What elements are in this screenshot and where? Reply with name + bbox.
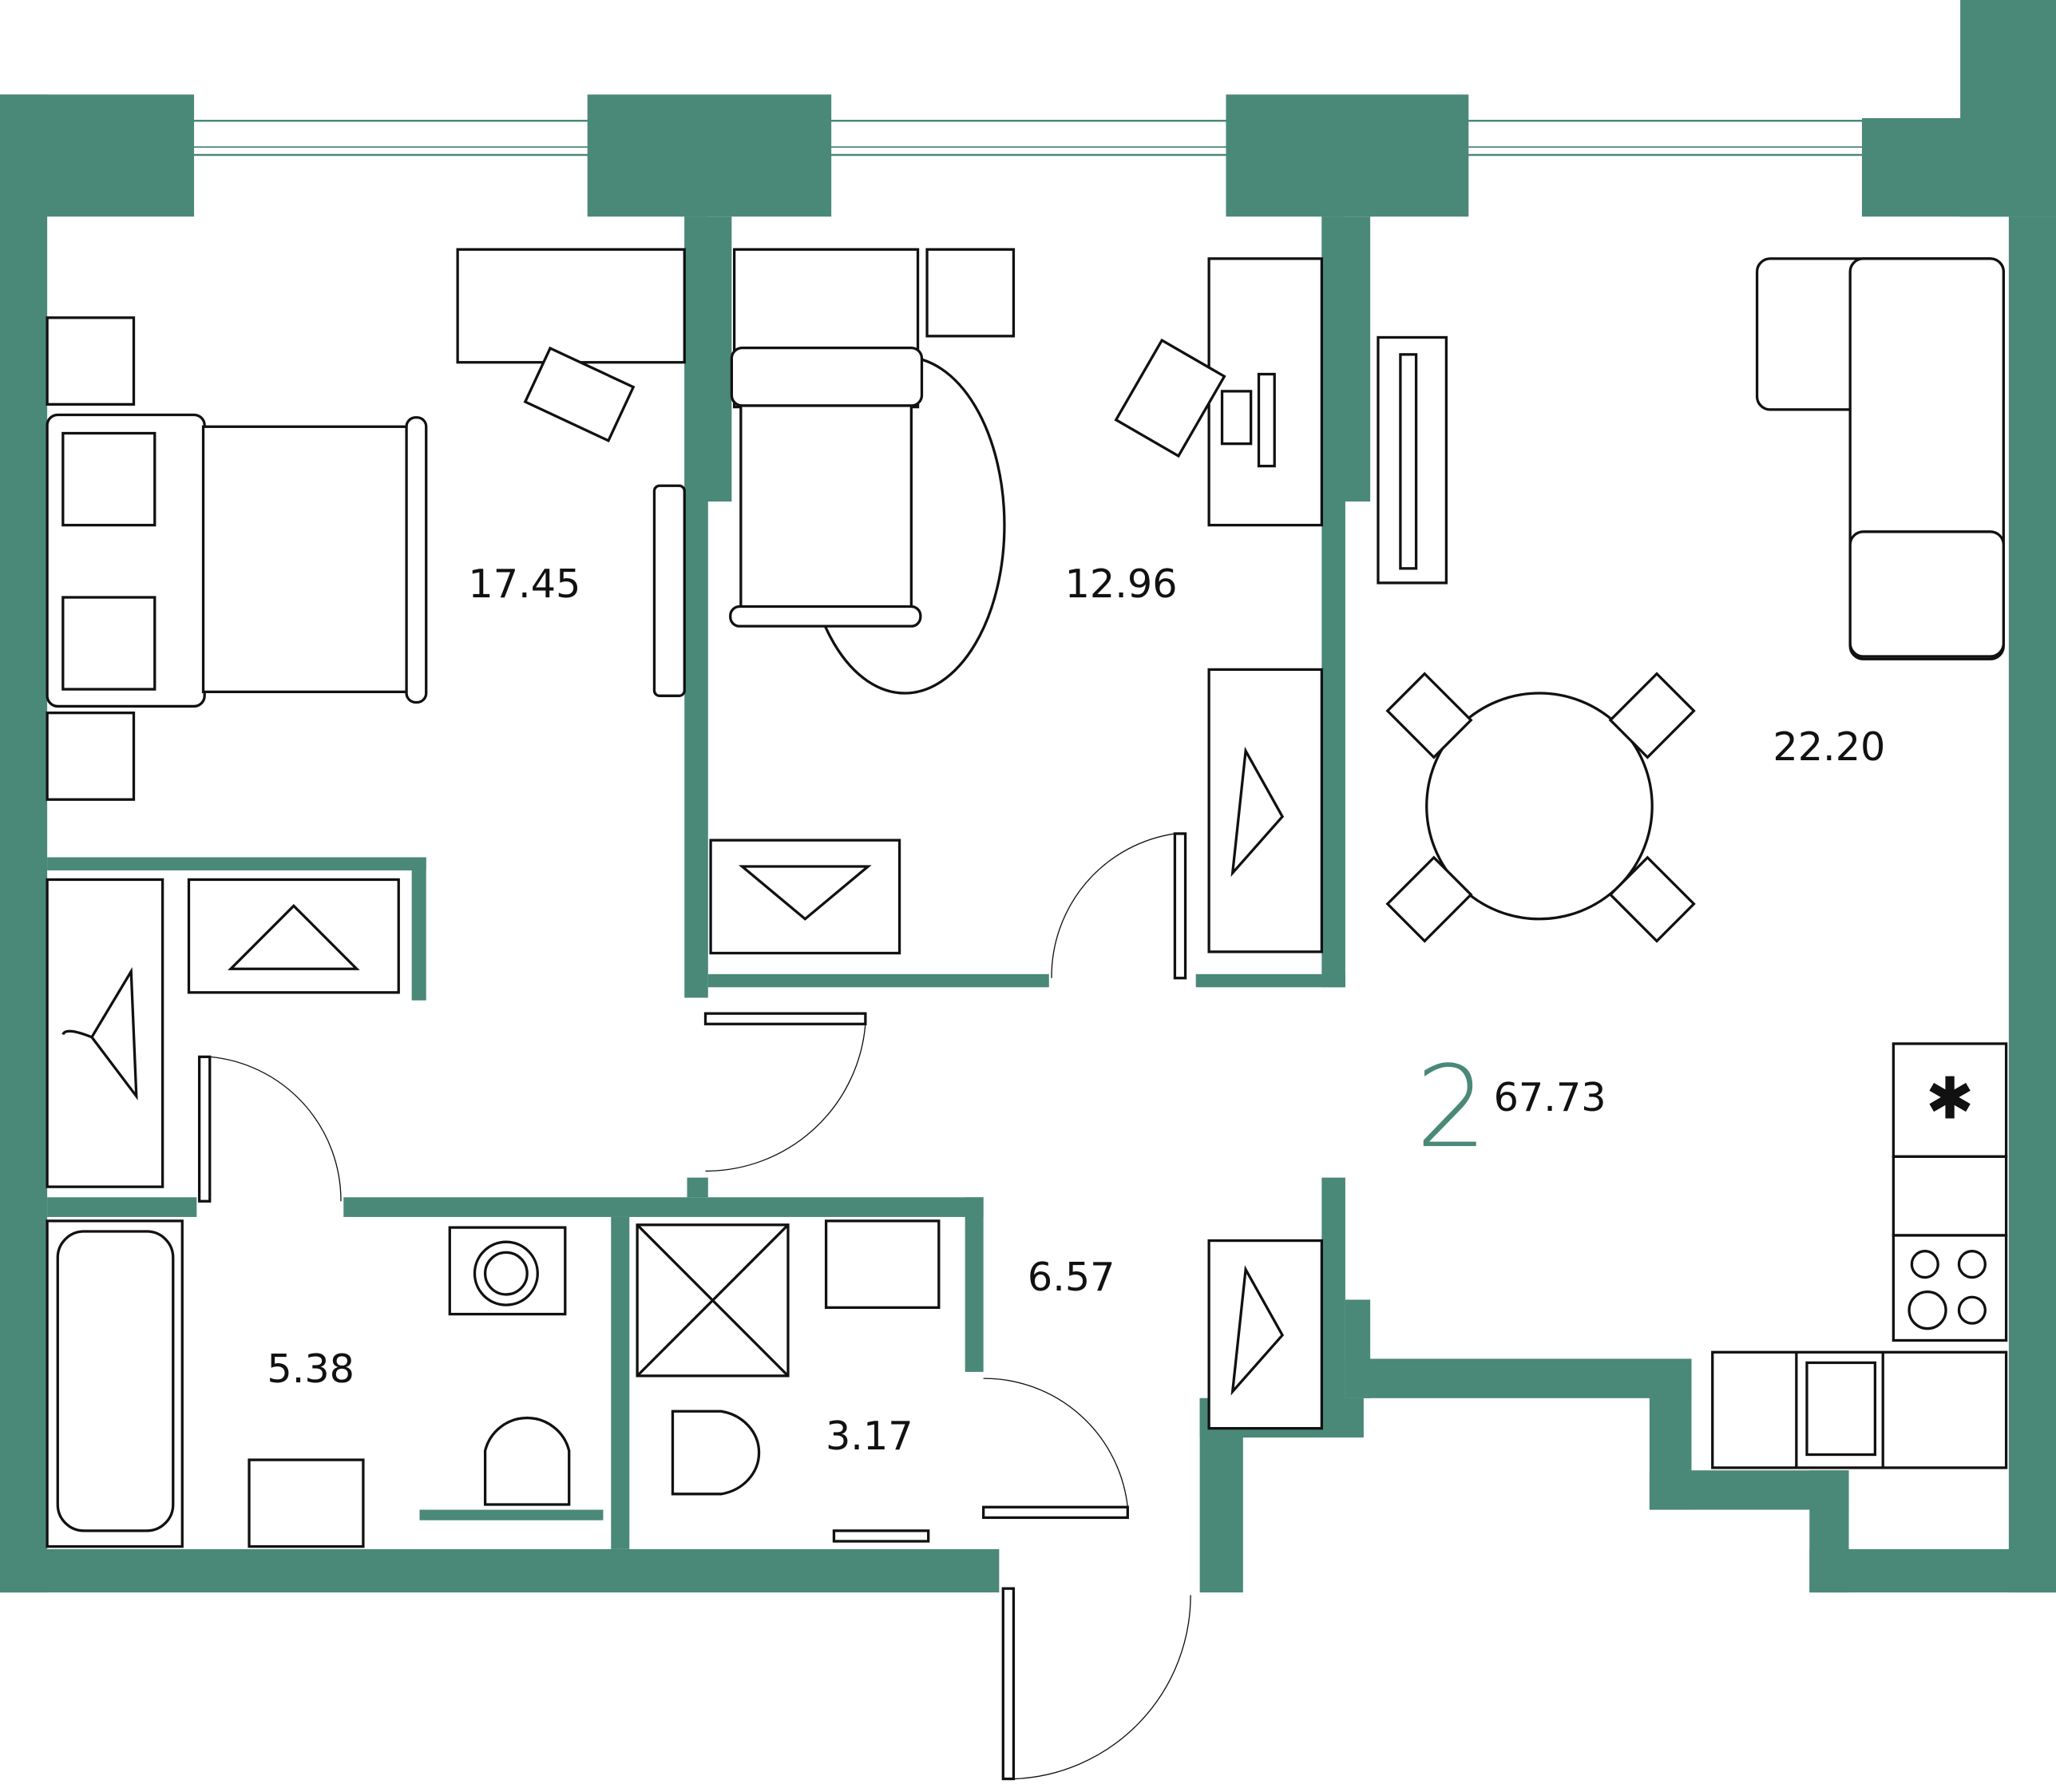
bathroom-fixtures xyxy=(46,1219,571,1548)
area-label-wc: 3.17 xyxy=(826,1413,913,1459)
area-label-bathroom: 5.38 xyxy=(267,1346,355,1392)
windows xyxy=(188,120,1868,157)
walls xyxy=(0,0,2056,1593)
total-area: 67.73 xyxy=(1494,1074,1606,1120)
bedroom-1-furniture xyxy=(46,248,686,1188)
living-furniture: ✱ xyxy=(1377,257,2008,1469)
area-label-bedroom-1: 17.45 xyxy=(468,561,580,607)
wc-fixtures xyxy=(636,1219,941,1543)
hallway-furniture xyxy=(1207,1239,1323,1430)
area-label-hallway: 6.57 xyxy=(1028,1254,1115,1300)
area-label-living: 22.20 xyxy=(1773,724,1885,770)
snowflake-icon: ✱ xyxy=(1926,1068,1975,1132)
area-label-bedroom-2: 12.96 xyxy=(1065,561,1178,607)
rooms-count: 2 xyxy=(1416,1042,1488,1173)
bedroom-2-furniture xyxy=(709,248,1323,955)
doors xyxy=(197,832,1191,1781)
